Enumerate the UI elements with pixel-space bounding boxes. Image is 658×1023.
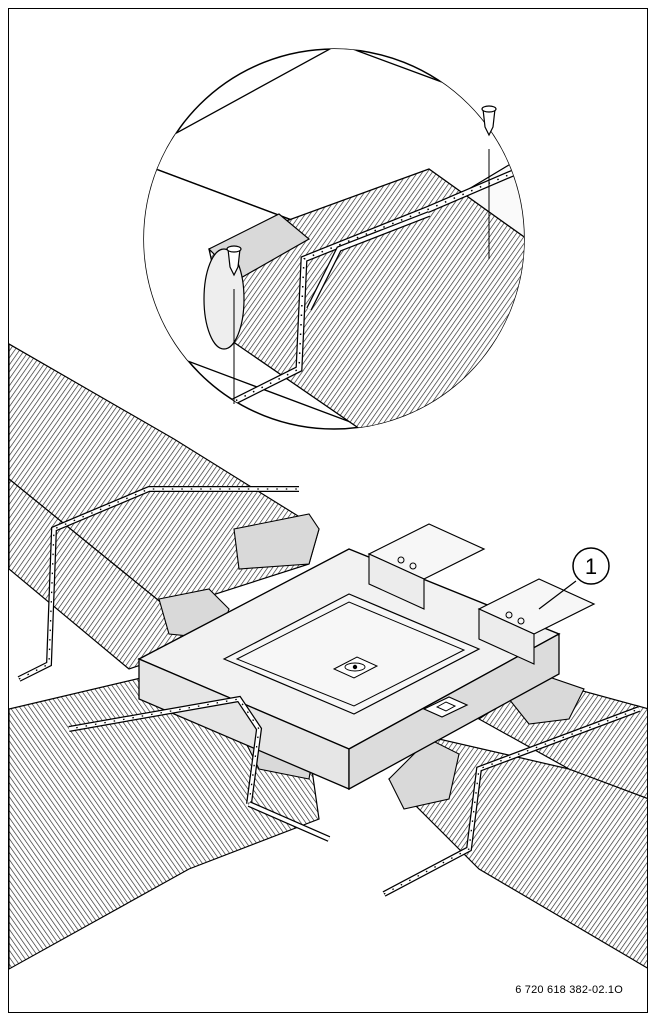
figure-frame: 1 6 720 618 382-02.1O bbox=[8, 8, 648, 1013]
ventilation-symbol-icon bbox=[422, 696, 469, 718]
distribution-box bbox=[137, 523, 596, 791]
mounting-strap bbox=[68, 695, 331, 842]
connection-stub bbox=[367, 523, 486, 610]
mounting-strap bbox=[382, 706, 641, 897]
screw-icon bbox=[481, 105, 497, 259]
mounting-strap bbox=[17, 486, 299, 682]
eye-icon bbox=[332, 656, 379, 679]
screw-icon bbox=[226, 245, 242, 404]
duct-installation-diagram: 1 bbox=[9, 48, 647, 970]
figure-code: 6 720 618 382-02.1O bbox=[515, 984, 623, 996]
callout-1: 1 bbox=[538, 547, 610, 610]
inspection-lid bbox=[222, 593, 481, 715]
callout-number: 1 bbox=[585, 554, 597, 579]
connection-stub bbox=[477, 578, 596, 665]
detail-magnifier bbox=[143, 48, 525, 430]
